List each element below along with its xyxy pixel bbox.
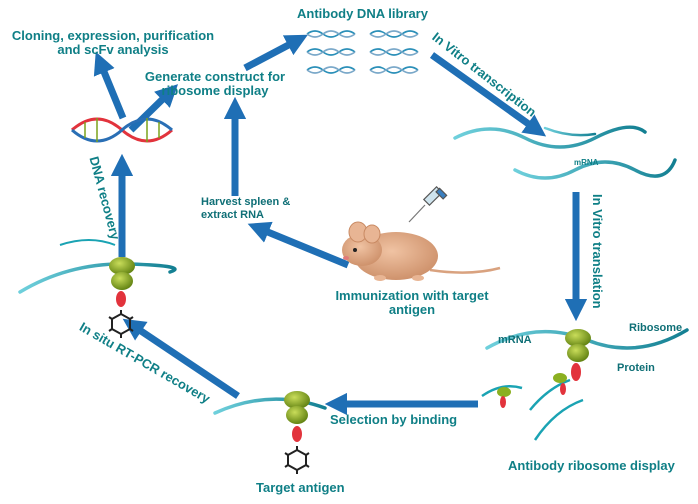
label-immunization-line2: antigen bbox=[388, 302, 436, 317]
label-target-antigen: Target antigen bbox=[256, 480, 345, 495]
label-harvest: Harvest spleen & extract RNA bbox=[201, 196, 311, 222]
label-generate-line2: ribosome display bbox=[161, 83, 269, 98]
label-antibody-library: Antibody DNA library bbox=[297, 6, 428, 21]
arrow-to-transcription bbox=[429, 52, 547, 137]
protein-icon bbox=[571, 363, 581, 381]
label-harvest-line2: extract RNA bbox=[201, 209, 264, 221]
mouse-icon bbox=[342, 221, 501, 281]
selection-complex bbox=[213, 391, 327, 474]
recovery-complex bbox=[18, 239, 177, 338]
label-mrna-small: mRNA bbox=[574, 158, 599, 167]
label-mrna: mRNA bbox=[498, 334, 532, 346]
arrow-to-generate bbox=[128, 84, 179, 133]
arrow-to-cloning bbox=[93, 51, 127, 120]
label-harvest-line1: Harvest spleen & bbox=[201, 196, 291, 208]
mrna-strand-icon bbox=[453, 125, 677, 180]
label-selection-by-binding: Selection by binding bbox=[330, 412, 458, 427]
label-protein: Protein bbox=[617, 362, 655, 374]
label-immunization-line1: Immunization with target bbox=[335, 288, 489, 303]
dna-library-icon bbox=[306, 30, 419, 74]
antigen-icon bbox=[284, 446, 310, 474]
cycle-arrows bbox=[93, 34, 588, 416]
label-ribosome: Ribosome bbox=[629, 322, 683, 334]
label-cloning-line1: Cloning, expression, purification bbox=[11, 28, 215, 43]
label-antibody-ribosome-display: Antibody ribosome display bbox=[508, 458, 675, 473]
arrow-to-library bbox=[243, 34, 308, 72]
dna-helix-icon bbox=[71, 117, 173, 143]
label-generate-line1: Generate construct for bbox=[144, 69, 286, 84]
syringe-icon bbox=[408, 185, 448, 223]
label-in-vitro-translation: In Vitro translation bbox=[590, 194, 605, 309]
label-generate-construct: Generate construct for ribosome display bbox=[130, 70, 300, 98]
label-cloning-line2: and scFv analysis bbox=[57, 42, 169, 57]
ribosome-display-complex bbox=[481, 328, 689, 441]
arrow-to-rtpcr bbox=[122, 318, 240, 399]
label-cloning: Cloning, expression, purification and sc… bbox=[2, 29, 224, 57]
arrow-immunization-to-harvest bbox=[247, 221, 350, 269]
label-immunization: Immunization with target antigen bbox=[312, 289, 512, 317]
ribosome-icon bbox=[565, 329, 591, 347]
